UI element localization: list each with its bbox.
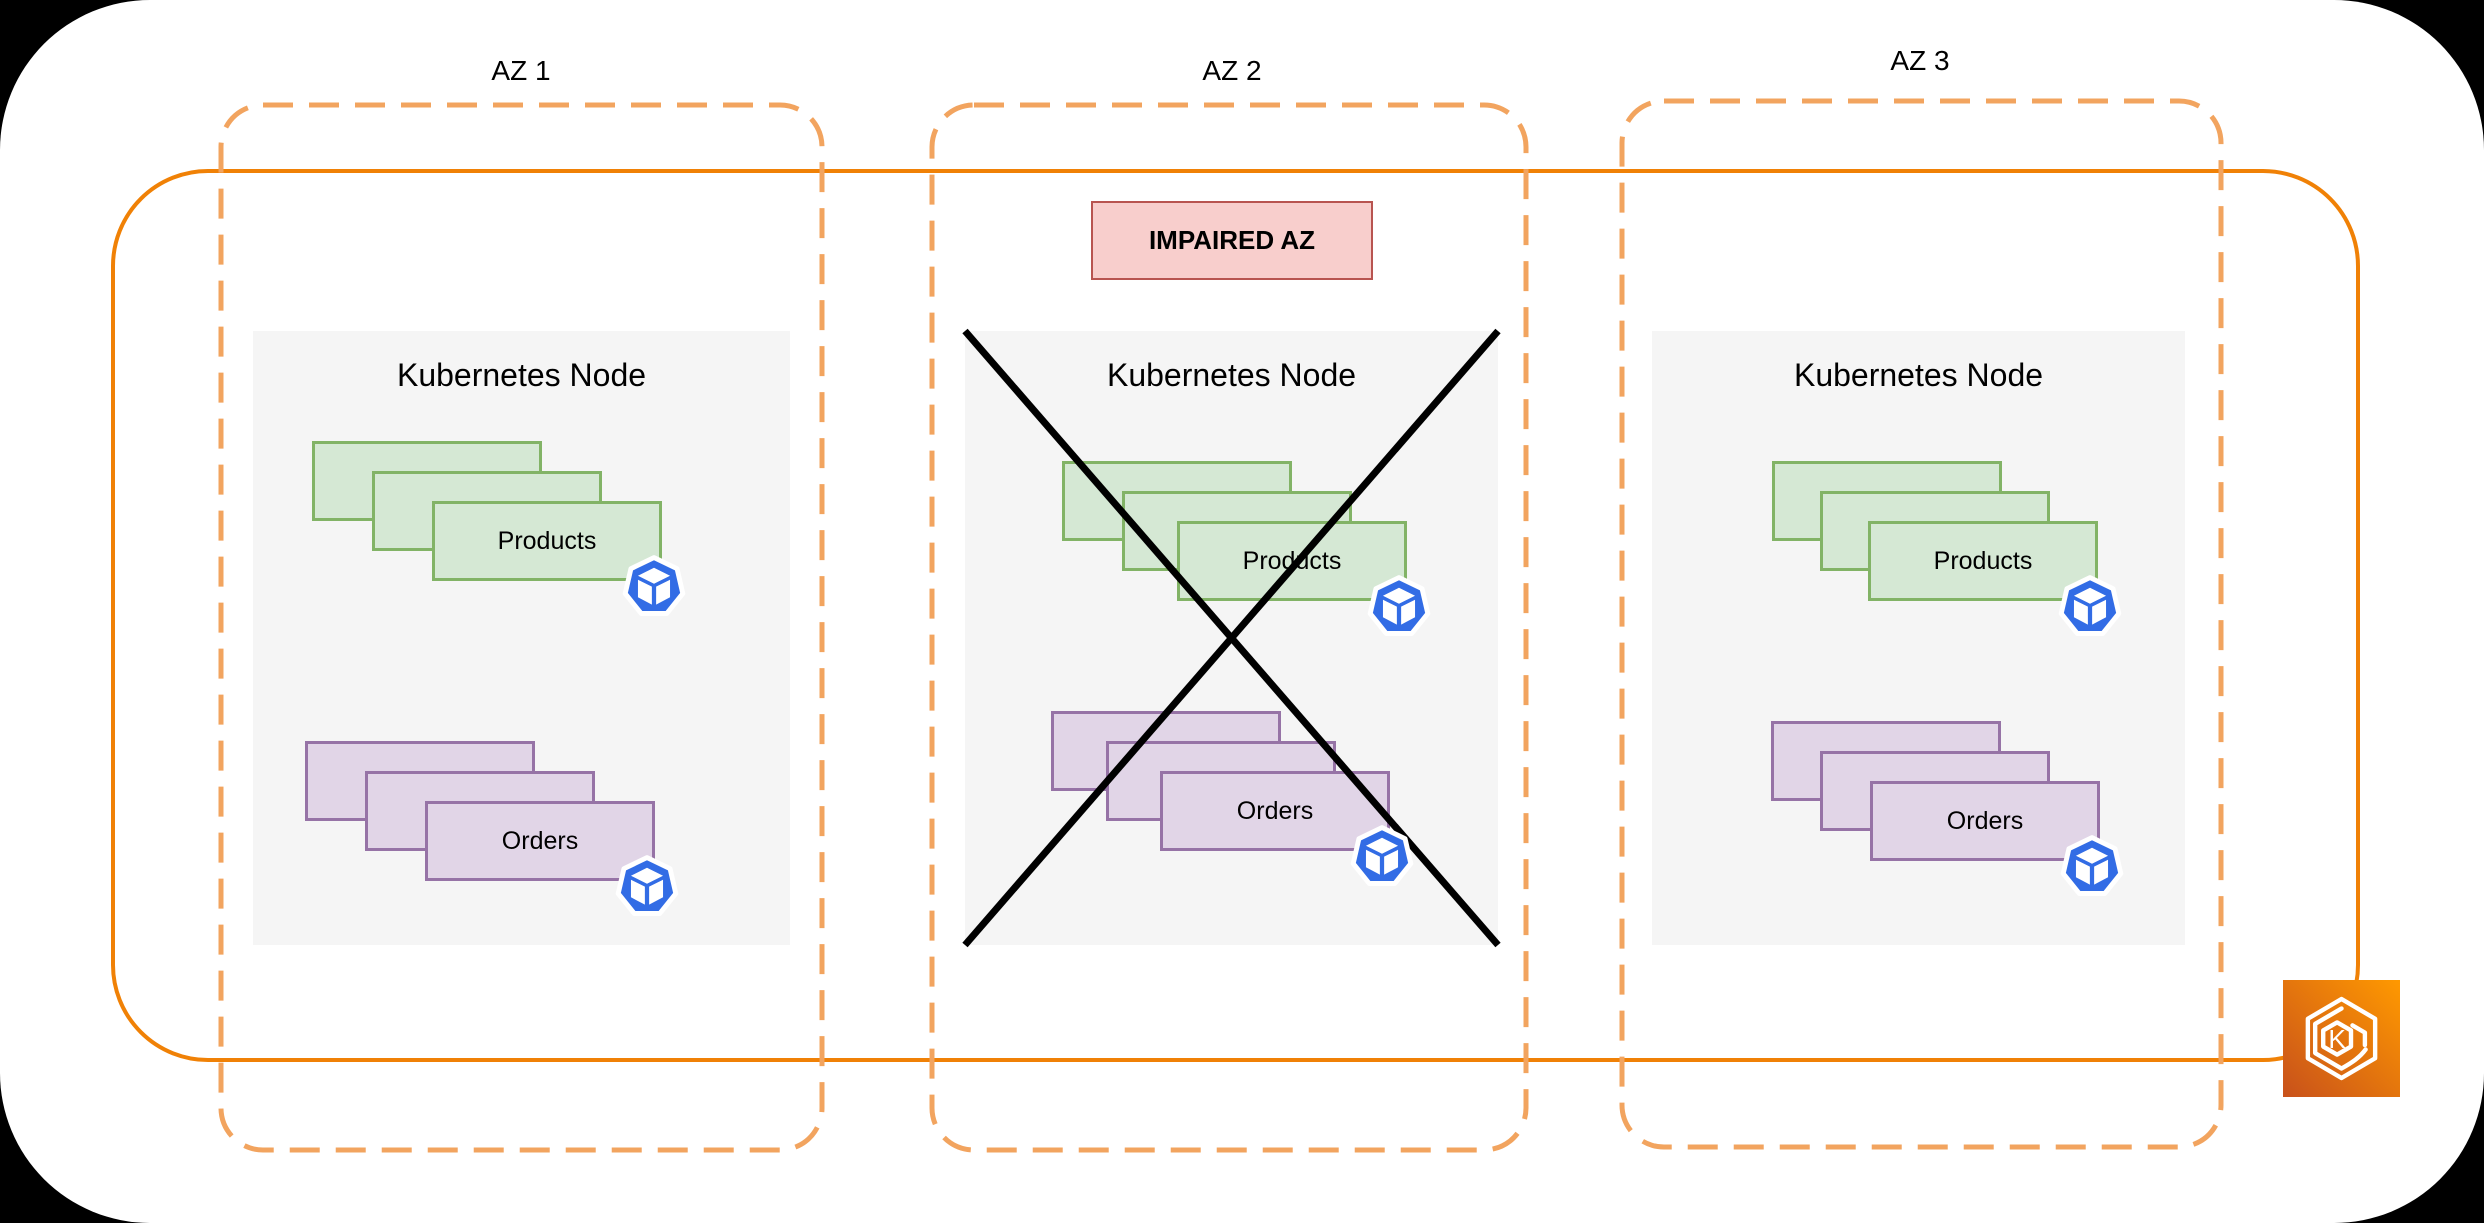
az1-label: AZ 1 [491, 55, 551, 86]
orders-card-front: Orders [1160, 771, 1390, 851]
products-label: Products [1933, 546, 2033, 575]
failure-cross-line [962, 328, 1501, 948]
orders-card-front: Orders [425, 801, 655, 881]
node-title: Kubernetes Node [396, 357, 647, 393]
az2-label: AZ 2 [1202, 55, 1262, 86]
orders-card-front: Orders [1870, 781, 2100, 861]
az3-boundary [1619, 98, 2224, 1150]
products-label: Products [497, 526, 597, 555]
kubernetes-pod-icon [2056, 831, 2128, 903]
products-label: Products [1242, 546, 1342, 575]
orders-label: Orders [1236, 796, 1314, 825]
products-card-front: Products [432, 501, 662, 581]
products-card-back [1772, 461, 2002, 541]
node-title: Kubernetes Node [1106, 357, 1357, 393]
orders-card-back [305, 741, 535, 821]
az1-boundary [218, 102, 825, 1153]
products-card-middle [1820, 491, 2050, 571]
products-card-front: Products [1868, 521, 2098, 601]
orders-card-middle [1820, 751, 2050, 831]
orders-card-middle [1106, 741, 1336, 821]
orders-card-back [1051, 711, 1281, 791]
orders-label: Orders [501, 826, 579, 855]
node-title: Kubernetes Node [1793, 357, 2044, 393]
kubernetes-node-az3: Kubernetes Node [1652, 331, 2185, 945]
orders-card-middle [365, 771, 595, 851]
kubernetes-pod-icon [2054, 571, 2126, 643]
amazon-eks-icon: K [2283, 980, 2400, 1097]
kubernetes-pod-icon [611, 851, 683, 923]
products-card-back [1062, 461, 1292, 541]
impaired-az-badge: IMPAIRED AZ [1091, 201, 1373, 280]
kubernetes-pod-icon [1346, 821, 1418, 893]
kubernetes-node-az2: Kubernetes Node [965, 331, 1498, 945]
failure-cross-line [962, 328, 1501, 948]
eks-letter: K [2328, 1024, 2346, 1054]
products-card-back [312, 441, 542, 521]
products-card-front: Products [1177, 521, 1407, 601]
products-card-middle [1122, 491, 1352, 571]
impaired-az-label: IMPAIRED AZ [1148, 225, 1316, 255]
products-card-middle [372, 471, 602, 551]
eks-cluster-boundary [111, 169, 2360, 1062]
orders-label: Orders [1946, 806, 2024, 835]
kubernetes-node-az1: Kubernetes Node [253, 331, 790, 945]
kubernetes-pod-icon [618, 551, 690, 623]
orders-card-back [1771, 721, 2001, 801]
kubernetes-pod-icon [1363, 571, 1435, 643]
az3-label: AZ 3 [1890, 45, 1950, 76]
az2-boundary [929, 102, 1529, 1153]
